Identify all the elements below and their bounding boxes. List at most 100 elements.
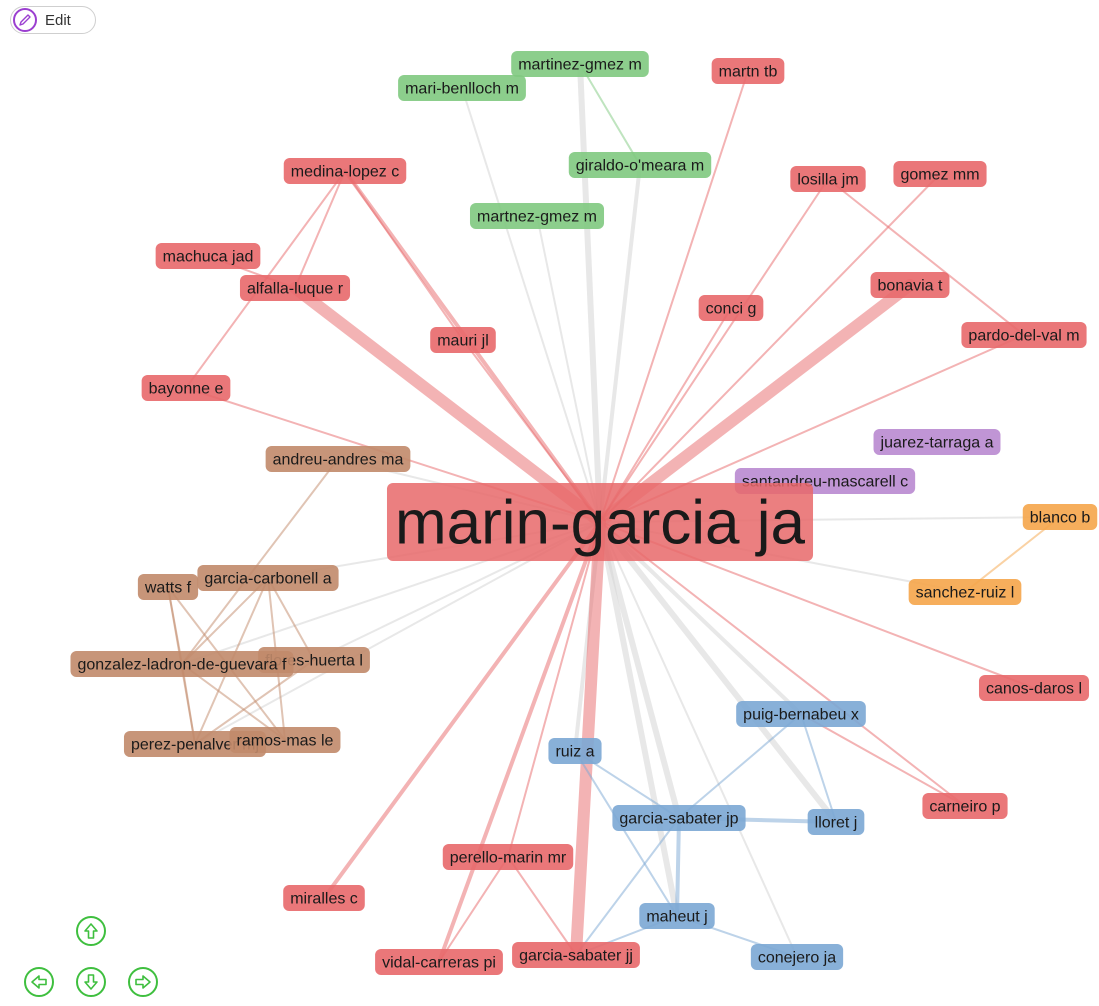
node-maheut-j[interactable]: maheut j (639, 903, 715, 929)
node-box (978, 675, 1090, 701)
node-ramos-mas-le[interactable]: ramos-mas le (229, 727, 341, 753)
node-martn-tb[interactable]: martn tb (711, 58, 785, 84)
node-conci-g[interactable]: conci g (698, 295, 764, 321)
node-losilla-jm[interactable]: losilla jm (790, 166, 866, 192)
edit-label: Edit (45, 11, 71, 29)
node-box (961, 322, 1087, 348)
node-box (807, 809, 865, 835)
node-label: mari-benlloch m (405, 81, 519, 98)
node-blanco-b[interactable]: blanco b (1022, 504, 1098, 530)
node-box (568, 152, 712, 178)
node-medina-lopez-c[interactable]: medina-lopez c (283, 158, 407, 184)
node-box (1022, 504, 1098, 530)
node-label: conejero ja (758, 950, 836, 967)
node-label: andreu-andres ma (273, 452, 404, 469)
node-label: vidal-carreras pi (382, 955, 496, 972)
node-perello-marin-mr[interactable]: perello-marin mr (442, 844, 574, 870)
pan-left-button[interactable] (24, 967, 54, 997)
node-canos-daros-l[interactable]: canos-daros l (978, 675, 1090, 701)
pan-up-button[interactable] (76, 916, 106, 946)
edge-andreu-andres-ma-gonzalez-ladron-de-guevara-f (181, 458, 339, 665)
edge-center-garcia-sabater-jp (597, 519, 682, 821)
edge-center-lloret-j (597, 519, 839, 825)
edge-puig-bernabeu-x-carneiro-p (800, 713, 966, 807)
node-ruiz-a[interactable]: ruiz a (548, 738, 602, 764)
edge-center-losilla-jm (599, 178, 829, 523)
node-garcia-sabater-jp[interactable]: garcia-sabater jp (612, 805, 746, 831)
node-box (155, 243, 261, 269)
edge-center-martn-tb (599, 70, 749, 523)
edge-center-gomez-mm (599, 173, 941, 523)
node-miralles-c[interactable]: miralles c (283, 885, 365, 911)
edge-center-conejero-ja (599, 521, 798, 958)
pan-down-button[interactable] (76, 967, 106, 997)
node-sanchez-ruiz-l[interactable]: sanchez-ruiz l (908, 579, 1022, 605)
edge-flores-huerta-l-perez-penalver-mj (194, 659, 315, 745)
node-juarez-tarraga-a[interactable]: juarez-tarraga a (873, 429, 1001, 455)
node-box (922, 793, 1008, 819)
node-box (639, 903, 715, 929)
node-label: carneiro p (929, 799, 1000, 816)
node-mauri-jl[interactable]: mauri jl (430, 327, 496, 353)
node-label: conci g (706, 301, 757, 318)
node-box (512, 942, 640, 968)
node-label: bonavia t (878, 278, 943, 295)
node-box (283, 885, 365, 911)
edge-center-perello-marin-mr (507, 521, 601, 858)
node-label: mauri jl (437, 333, 489, 350)
edge-center-miralles-c (322, 520, 602, 900)
node-giraldo-omeara-m[interactable]: giraldo-o'meara m (568, 152, 712, 178)
pencil-icon (13, 8, 37, 32)
node-conejero-ja[interactable]: conejero ja (750, 944, 844, 970)
node-lloret-j[interactable]: lloret j (807, 809, 865, 835)
node-puig-bernabeu-x[interactable]: puig-bernabeu x (736, 701, 866, 727)
node-box (265, 446, 411, 472)
node-box (711, 58, 785, 84)
node-label: alfalla-luque r (247, 281, 344, 298)
edge-ruiz-a-maheut-j (574, 750, 678, 917)
node-machuca-jad[interactable]: machuca jad (155, 243, 261, 269)
node-label: lloret j (815, 815, 858, 832)
edge-martinez-gmez-m-giraldo-omeara-m (579, 63, 641, 166)
node-gomez-mm[interactable]: gomez mm (893, 161, 987, 187)
node-label: blanco b (1030, 510, 1091, 527)
node-alfalla-luque-r[interactable]: alfalla-luque r (239, 275, 351, 301)
node-box (398, 75, 526, 101)
node-garcia-sabater-jj[interactable]: garcia-sabater jj (512, 942, 640, 968)
node-central-center[interactable]: marin-garcia ja (386, 483, 814, 561)
node-andreu-andres-ma[interactable]: andreu-andres ma (265, 446, 411, 472)
edge-losilla-jm-pardo-del-val-m (827, 178, 1025, 336)
edge-center-carneiro-p (599, 521, 966, 807)
edge-garcia-sabater-jp-maheut-j (675, 816, 681, 918)
edge-center-giraldo-omeara-m (598, 163, 642, 524)
node-box (375, 949, 503, 975)
node-bayonne-e[interactable]: bayonne e (141, 375, 231, 401)
edit-button[interactable]: Edit (10, 6, 96, 34)
node-carneiro-p[interactable]: carneiro p (922, 793, 1008, 819)
pan-right-button[interactable] (128, 967, 158, 997)
edge-puig-bernabeu-x-garcia-sabater-jp (678, 713, 802, 819)
node-garcia-carbonell-a[interactable]: garcia-carbonell a (197, 565, 339, 591)
node-martinez-gmez-m[interactable]: martinez-gmez m (511, 51, 649, 77)
arrow-up-icon (84, 923, 98, 939)
node-label: puig-bernabeu x (743, 707, 859, 724)
node-label: machuca jad (163, 249, 254, 266)
node-label: maheut j (646, 909, 707, 926)
node-label: marin-garcia ja (395, 489, 806, 558)
node-pardo-del-val-m[interactable]: pardo-del-val m (961, 322, 1087, 348)
node-label: martn tb (719, 64, 778, 81)
node-label: bayonne e (149, 381, 224, 398)
node-martnez-gmez-m[interactable]: martnez-gmez m (469, 203, 605, 229)
node-box (442, 844, 574, 870)
node-watts-f[interactable]: watts f (137, 574, 199, 600)
node-mari-benlloch-m[interactable]: mari-benlloch m (398, 75, 526, 101)
edge-medina-lopez-c-mauri-jl (344, 170, 464, 341)
node-box (386, 483, 814, 561)
node-bonavia-t[interactable]: bonavia t (870, 272, 950, 298)
node-gonzalez-ladron-de-guevara-f[interactable]: gonzalez-ladron-de-guevara f (70, 651, 294, 677)
node-box (790, 166, 866, 192)
node-label: garcia-carbonell a (204, 571, 331, 588)
node-vidal-carreras-pi[interactable]: vidal-carreras pi (375, 949, 503, 975)
nodes-layer: martinez-gmez m mari-benlloch m martn tb gi… (70, 51, 1098, 975)
